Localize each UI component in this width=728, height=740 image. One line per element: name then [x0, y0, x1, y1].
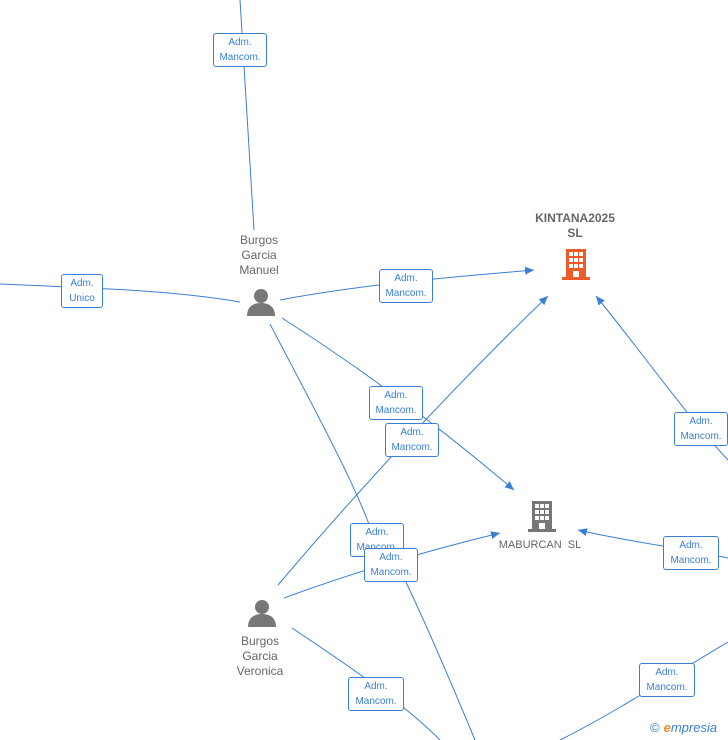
relation-label[interactable]: Adm.Mancom.: [663, 536, 719, 570]
relation-label[interactable]: Adm.Mancom.: [364, 548, 418, 582]
relation-label[interactable]: Adm.Unico: [61, 274, 103, 308]
edge-left-manuel: [0, 283, 241, 303]
edge-bottom-up: [399, 569, 476, 740]
building-icon[interactable]: [560, 247, 592, 281]
relation-label[interactable]: Adm.Mancom.: [369, 386, 423, 420]
company-name-kintana[interactable]: KINTANA2025 SL: [535, 211, 615, 240]
person-icon[interactable]: [246, 287, 276, 317]
person-icon[interactable]: [247, 598, 277, 628]
relation-label[interactable]: Adm.Mancom.: [379, 269, 433, 303]
relation-label[interactable]: Adm.Mancom.: [639, 663, 695, 697]
edge-top-manuel: [239, 0, 255, 231]
brand-logo: ©empresia: [650, 720, 718, 735]
relation-label[interactable]: Adm.Mancom.: [348, 677, 404, 711]
relation-label[interactable]: Adm.Mancom.: [385, 423, 439, 457]
person-name-manuel[interactable]: Burgos Garcia Manuel: [239, 233, 279, 277]
copyright-icon: ©: [650, 720, 660, 735]
relation-label[interactable]: Adm.Mancom.: [213, 33, 267, 67]
person-name-veronica[interactable]: Burgos Garcia Veronica: [236, 634, 284, 678]
building-icon[interactable]: [526, 499, 558, 533]
company-name-maburcan[interactable]: MABURCAN SL: [498, 539, 582, 551]
relation-label[interactable]: Adm.Mancom.: [674, 412, 728, 446]
